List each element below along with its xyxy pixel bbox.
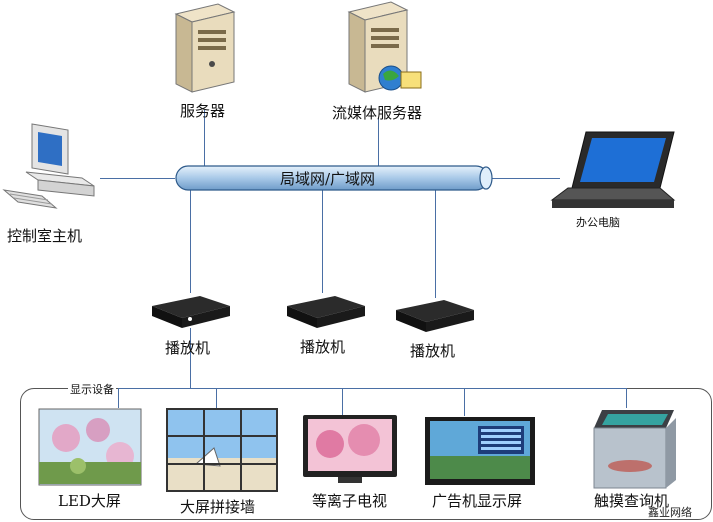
link-control-pc xyxy=(100,178,175,179)
display-bus-line xyxy=(118,388,626,389)
display-item-1-label: LED大屏 xyxy=(58,492,121,510)
display-drop xyxy=(118,388,119,408)
display-item-3-label: 等离子电视 xyxy=(312,492,388,510)
network-cable: 局域网/广域网 xyxy=(170,164,496,192)
laptop-icon xyxy=(548,128,678,214)
player-3-label: 播放机 xyxy=(410,342,456,360)
plasma-tv-icon xyxy=(302,414,398,486)
display-group-label: 显示设备 xyxy=(68,381,116,397)
link-player-3 xyxy=(435,190,436,298)
led-screen-icon xyxy=(38,408,142,486)
link-server xyxy=(204,110,205,172)
watermark-text: 鑫业网络 xyxy=(648,506,692,519)
display-drop xyxy=(626,388,627,408)
video-wall-icon xyxy=(166,408,278,492)
player-2-label: 播放机 xyxy=(300,338,346,356)
player-1-label: 播放机 xyxy=(165,339,211,357)
display-drop xyxy=(464,388,465,416)
display-item-4-label: 广告机显示屏 xyxy=(432,492,523,510)
ad-display-icon xyxy=(424,416,536,486)
link-player-2 xyxy=(322,190,323,293)
touch-kiosk-icon xyxy=(584,406,680,490)
server-label: 服务器 xyxy=(180,102,226,120)
display-drop xyxy=(216,388,217,408)
desktop-computer-icon xyxy=(2,120,102,218)
control-pc-label: 控制室主机 xyxy=(7,227,83,245)
link-media-server xyxy=(378,118,379,172)
link-office-pc xyxy=(492,178,560,179)
display-drop xyxy=(342,388,343,416)
network-label: 局域网/广域网 xyxy=(280,170,376,188)
player-box-icon xyxy=(285,292,367,332)
office-pc-label: 办公电脑 xyxy=(576,216,620,229)
link-player-to-displays xyxy=(190,328,191,388)
player-box-icon xyxy=(150,292,232,332)
media-server-label: 流媒体服务器 xyxy=(332,104,423,122)
link-player-1 xyxy=(190,190,191,293)
media-server-icon xyxy=(343,0,429,100)
server-icon xyxy=(168,2,238,94)
display-item-5-label: 触摸查询机 xyxy=(594,492,670,510)
player-box-icon xyxy=(394,296,476,336)
display-item-2-label: 大屏拼接墙 xyxy=(180,498,256,516)
